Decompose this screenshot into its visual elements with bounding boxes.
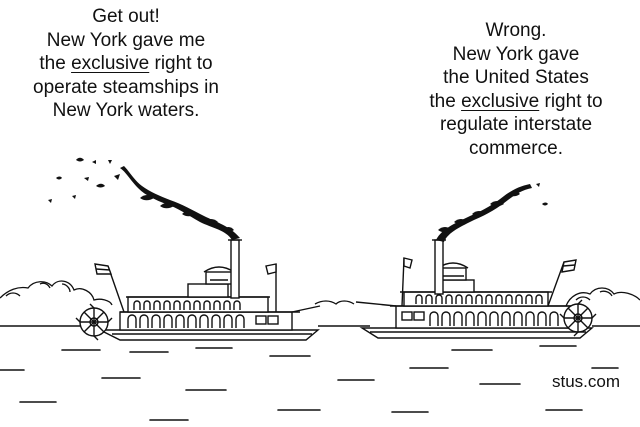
right-shore-trees: [314, 287, 640, 307]
left-caption-line: New York gave me: [46, 29, 206, 51]
right-caption-line: the exclusive right to: [392, 90, 640, 114]
left-caption-line: New York waters.: [52, 100, 200, 121]
right-upper-windows: [415, 294, 543, 304]
left-caption-fragment: right to: [149, 53, 213, 74]
right-captain-caption: Wrong. New York gave the United States t…: [392, 19, 640, 160]
water-ripples: [0, 345, 619, 421]
right-caption-line: regulate interstate: [439, 114, 593, 135]
right-caption-fragment: the: [429, 90, 462, 112]
right-caption-line: commerce.: [469, 137, 563, 159]
left-caption-line: operate steamships in: [33, 76, 219, 98]
left-upper-windows: [133, 300, 241, 310]
right-lower-windows: [429, 311, 559, 326]
left-captain-caption: Get out! New York gave me the exclusive …: [0, 5, 252, 123]
artist-credit: stus.com: [552, 372, 621, 391]
left-caption-line: Get out!: [92, 6, 160, 27]
left-caption-emphasis: exclusive: [71, 53, 150, 74]
right-caption-fragment: right to: [539, 90, 603, 112]
left-steamboat: [75, 239, 321, 341]
right-caption-line: New York gave: [452, 43, 580, 65]
right-caption-line: Wrong.: [485, 20, 547, 41]
right-smoke: [436, 183, 548, 242]
right-steamboat: [355, 239, 597, 339]
left-caption-line: the exclusive right to: [0, 52, 252, 76]
left-smoke: [48, 157, 240, 240]
left-caption-fragment: the: [39, 53, 72, 74]
left-shore-trees: [0, 280, 113, 306]
left-lower-windows: [127, 314, 245, 328]
right-caption-emphasis: exclusive: [461, 90, 540, 112]
right-caption-line: the United States: [443, 67, 589, 88]
